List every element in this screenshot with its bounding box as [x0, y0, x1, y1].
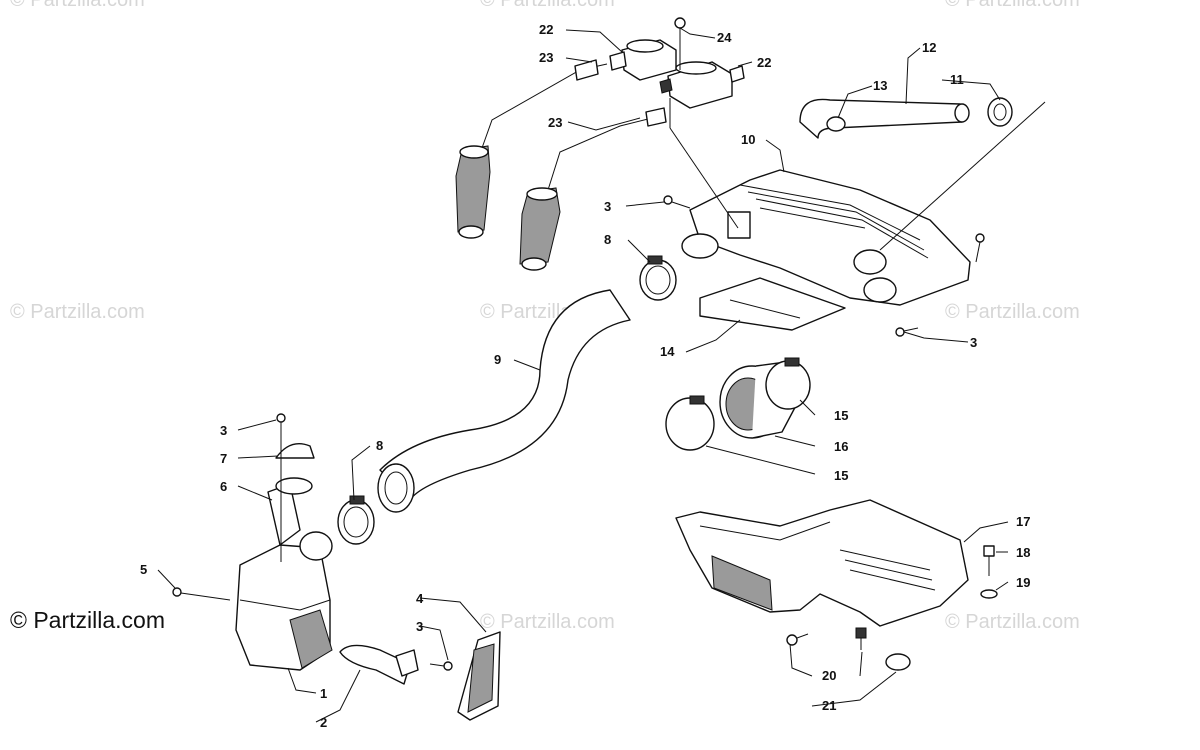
screw — [429, 661, 453, 671]
screw — [172, 587, 231, 601]
callout-19: 19 — [1016, 575, 1030, 590]
callout-2: 2 — [320, 715, 327, 730]
callout-7: 7 — [220, 451, 227, 466]
brand-watermark: © Partzilla.com — [10, 607, 165, 633]
callout-4: 4 — [416, 591, 424, 606]
watermarks: © Partzilla.com © Partzilla.com © Partzi… — [10, 0, 1080, 633]
screw — [276, 413, 286, 440]
hose-clamp-upper — [639, 255, 677, 301]
breather-hose — [799, 98, 970, 139]
boot-clamp-lower — [665, 395, 715, 451]
callout-3: 3 — [604, 199, 611, 214]
callout-labels: 22 22 23 23 24 12 11 13 10 3 8 3 14 9 15… — [140, 22, 1030, 730]
callout-3: 3 — [970, 335, 977, 350]
callout-23: 23 — [548, 115, 562, 130]
callout-22: 22 — [539, 22, 553, 37]
ignition-coil-lower — [659, 61, 745, 109]
intake-silencer-lower — [235, 531, 333, 671]
watermark-text: © Partzilla.com — [10, 0, 145, 11]
watermark-text: © Partzilla.com — [480, 611, 615, 633]
callout-6: 6 — [220, 479, 227, 494]
callout-18: 18 — [1016, 545, 1030, 560]
callout-10: 10 — [741, 132, 755, 147]
gasket-small — [275, 477, 313, 495]
ignition-coil-upper — [609, 39, 677, 81]
callout-15: 15 — [834, 468, 848, 483]
callout-9: 9 — [494, 352, 501, 367]
baffle-plate — [699, 277, 846, 331]
silencer-cap — [275, 443, 315, 459]
gasket-large — [457, 631, 501, 721]
callout-12: 12 — [922, 40, 936, 55]
boot-clamp-upper — [765, 357, 811, 410]
bolt — [983, 545, 995, 576]
callout-22: 22 — [757, 55, 771, 70]
intake-hose — [377, 289, 631, 513]
grommet — [885, 653, 911, 671]
coil-screw — [674, 17, 686, 70]
callout-1: 1 — [320, 686, 327, 701]
hose-clamp-small — [826, 116, 846, 132]
callout-11: 11 — [950, 72, 964, 87]
air-silencer-cover — [669, 98, 971, 306]
callout-8: 8 — [604, 232, 611, 247]
watermark-text: © Partzilla.com — [945, 0, 1080, 11]
pin-fastener — [786, 633, 809, 646]
callout-3: 3 — [416, 619, 423, 634]
callout-23: 23 — [539, 50, 553, 65]
callout-21: 21 — [822, 698, 836, 713]
spark-plug-lead-lower — [519, 107, 667, 271]
callout-8: 8 — [376, 438, 383, 453]
intake-tube — [339, 644, 419, 685]
screw — [975, 233, 985, 263]
screw — [663, 195, 691, 209]
hose-clamp-lower — [337, 495, 375, 545]
callout-20: 20 — [822, 668, 836, 683]
watermark-text: © Partzilla.com — [480, 0, 615, 11]
watermark-text: © Partzilla.com — [10, 301, 145, 323]
watermark-text: © Partzilla.com — [945, 611, 1080, 633]
washer — [980, 589, 998, 599]
callout-14: 14 — [660, 344, 675, 359]
pin-fastener — [855, 627, 867, 650]
spark-plug-lead-upper — [455, 59, 608, 239]
callout-24: 24 — [717, 30, 732, 45]
callout-5: 5 — [140, 562, 147, 577]
callout-3: 3 — [220, 423, 227, 438]
watermark-text: © Partzilla.com — [945, 301, 1080, 323]
leader-lines — [157, 27, 1009, 723]
callout-16: 16 — [834, 439, 848, 454]
callout-15: 15 — [834, 408, 848, 423]
grommet-fitting — [987, 97, 1013, 127]
air-box-base — [675, 499, 969, 627]
callout-17: 17 — [1016, 514, 1030, 529]
callout-13: 13 — [873, 78, 887, 93]
